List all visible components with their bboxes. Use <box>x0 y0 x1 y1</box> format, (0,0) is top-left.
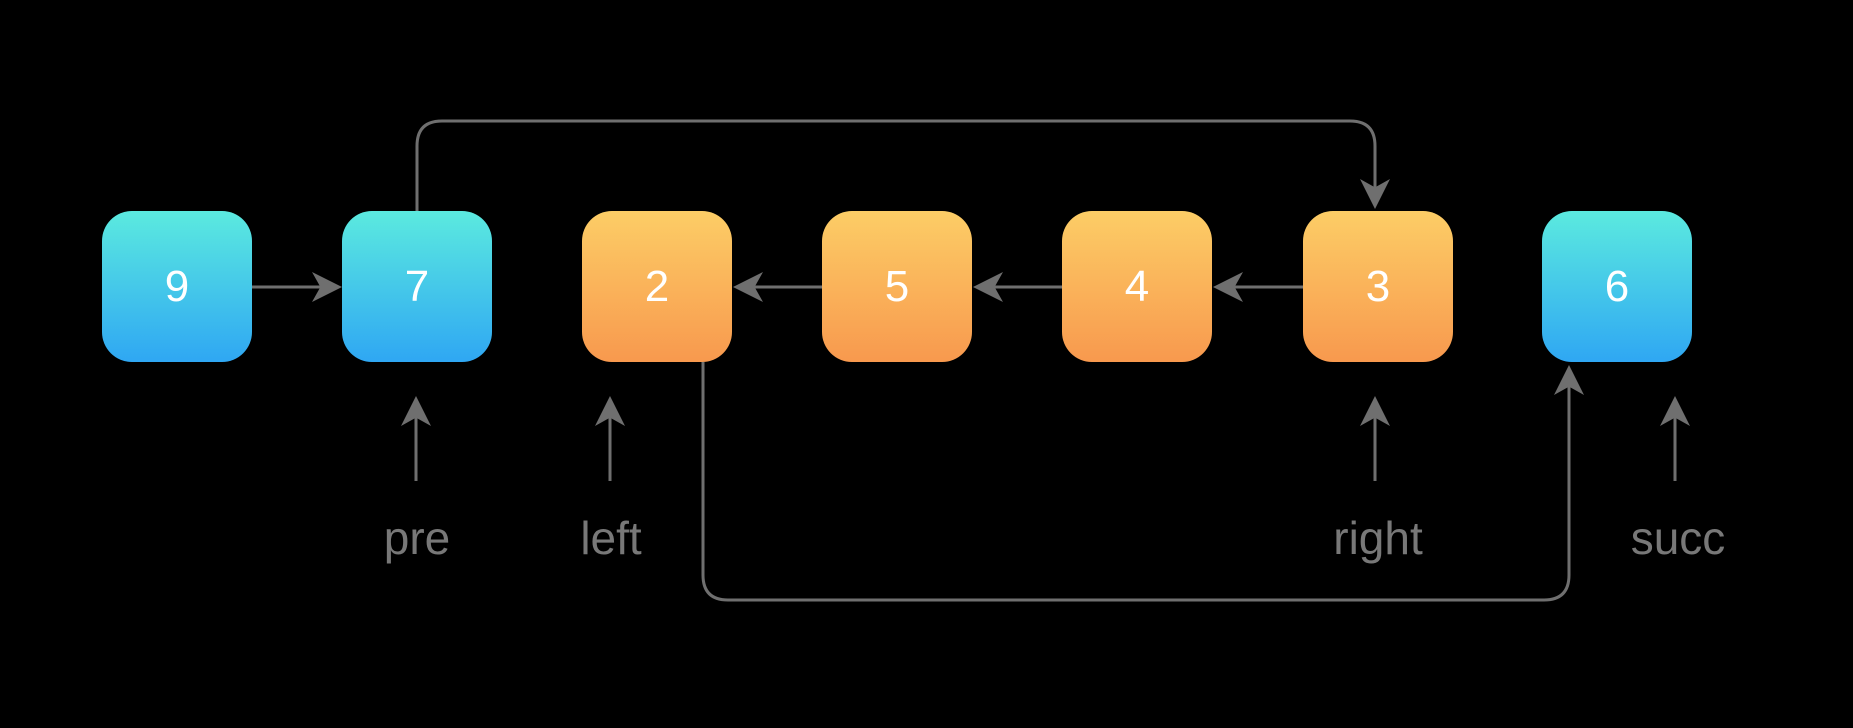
node-9: 9 <box>102 211 252 362</box>
node-6: 6 <box>1542 211 1692 362</box>
pointer-label-right: right <box>1333 512 1423 564</box>
node-4: 4 <box>1062 211 1212 362</box>
pointer-label-left: left <box>580 512 642 564</box>
edge-2-6-bottom-curve <box>701 362 1584 602</box>
pointer-label-succ: succ <box>1630 512 1726 564</box>
node-2: 2 <box>582 211 732 362</box>
pointer-label-pre: pre <box>383 512 451 564</box>
node-3: 3 <box>1303 211 1453 362</box>
node-5: 5 <box>822 211 972 362</box>
node-7: 7 <box>342 211 492 362</box>
edge-7-3-top-curve <box>415 119 1390 212</box>
